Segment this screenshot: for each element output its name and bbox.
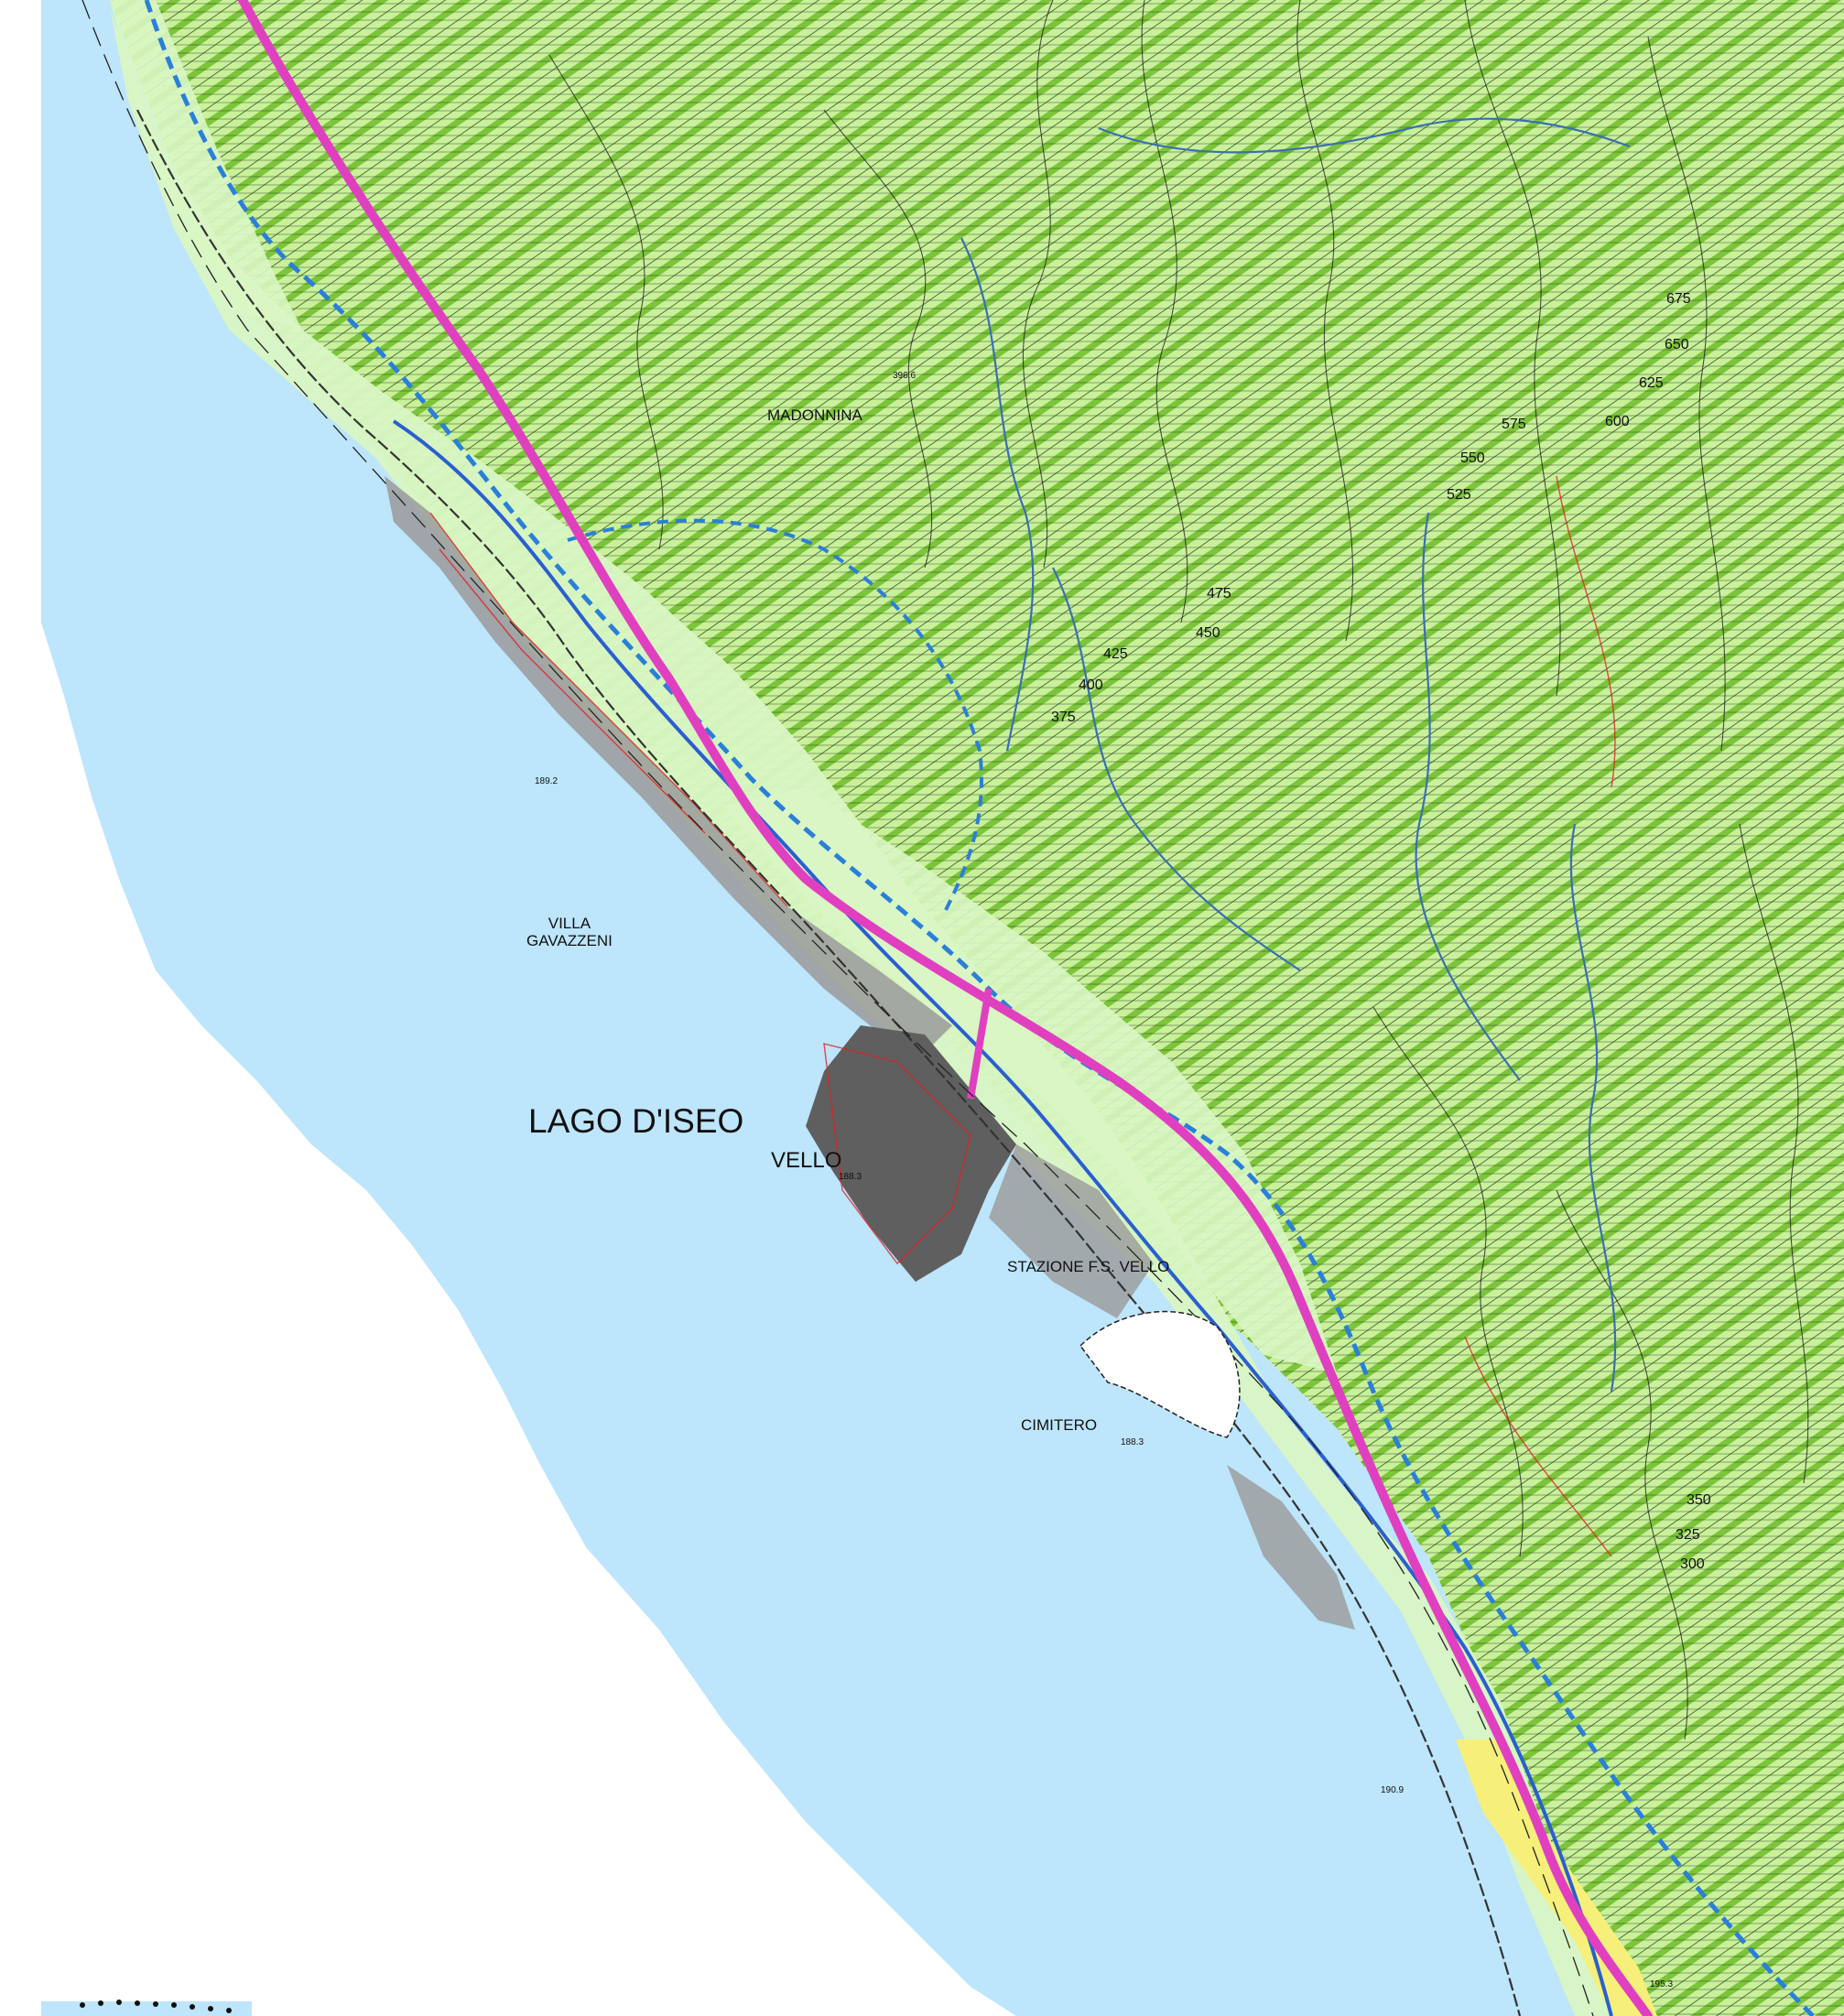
red-lines <box>429 475 1616 1557</box>
contour-label: 450 <box>1196 625 1220 641</box>
contour-lines <box>548 0 1809 1740</box>
elevation-label: 188.3 <box>1121 1437 1144 1447</box>
contour-label: 475 <box>1207 586 1231 602</box>
cemetery-outline <box>1079 1310 1241 1438</box>
station-label: STAZIONE F.S. VELLO <box>1007 1258 1170 1275</box>
railway <box>136 109 1522 2016</box>
contour-label: 550 <box>1460 450 1485 466</box>
contour-label: 325 <box>1676 1527 1700 1543</box>
contour-label: 300 <box>1680 1556 1705 1572</box>
vello-label: VELLO <box>771 1148 842 1173</box>
meadow-upper-left <box>110 0 302 330</box>
contour-label: 575 <box>1502 417 1526 432</box>
main-road <box>238 0 1653 2016</box>
elevation-label: 188.3 <box>839 1172 862 1182</box>
lakeside-road <box>392 419 1613 2016</box>
contour-label: 675 <box>1666 291 1691 307</box>
villa-label: VILLA GAVAZZENI <box>526 915 613 949</box>
elevation-label: 190.9 <box>1381 1785 1405 1795</box>
meadow-area <box>110 9 1611 2016</box>
contour-label: 400 <box>1079 677 1103 693</box>
lake-label: LAGO D'ISEO <box>528 1102 744 1140</box>
villa-label-line2: GAVAZZENI <box>526 931 613 949</box>
urban-south <box>1227 1465 1355 1630</box>
contour-label: 650 <box>1665 337 1689 352</box>
contour-label: 425 <box>1103 646 1128 662</box>
contour-label: 350 <box>1687 1492 1711 1508</box>
contour-label: 600 <box>1605 414 1630 429</box>
contour-label: 375 <box>1051 710 1076 725</box>
lake-strip <box>41 2001 252 2016</box>
shoreline-dashes <box>81 0 1594 2016</box>
contour-label: 525 <box>1447 487 1471 503</box>
elevation-label: 189.2 <box>535 776 559 786</box>
road-spur <box>967 988 993 1100</box>
contour-label: 625 <box>1639 375 1664 391</box>
urban-strip <box>385 476 952 1062</box>
madonnina-label: MADONNINA <box>767 406 862 424</box>
elevation-label: 396.6 <box>893 371 917 381</box>
cemetery-label: CIMITERO <box>1021 1416 1098 1434</box>
lake-area <box>41 0 1611 2016</box>
elevation-label: 195.3 <box>1650 1979 1674 1989</box>
streams <box>960 117 1631 1393</box>
urban-vello-core <box>806 1025 1016 1282</box>
dotted-marks <box>80 2000 232 2013</box>
villa-label-line1: VILLA <box>548 915 591 932</box>
